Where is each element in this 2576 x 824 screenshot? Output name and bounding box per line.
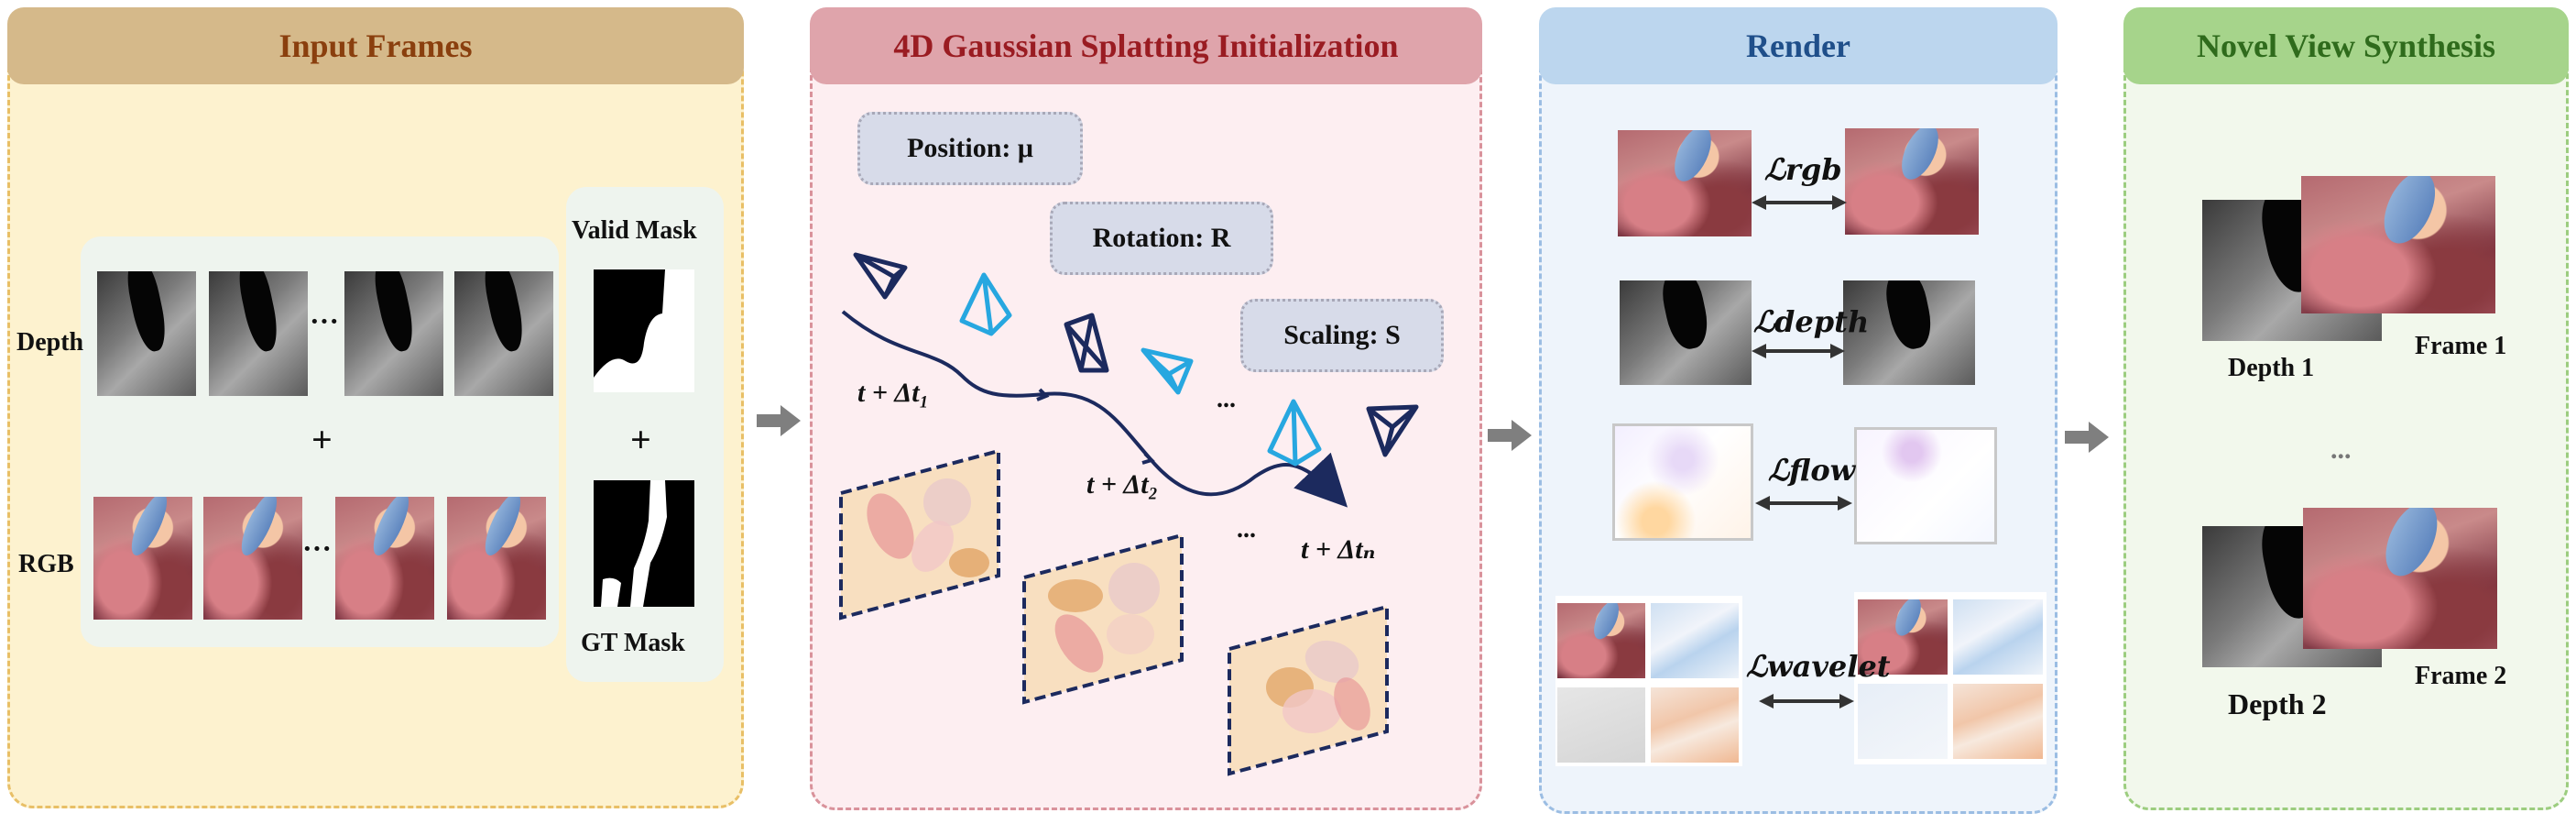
gaussian-frame-3 xyxy=(1228,604,1389,776)
camera-icon-4 xyxy=(1141,347,1194,395)
timestep-label-2: t + Δt₂ xyxy=(1086,469,1159,500)
render-rgb-image xyxy=(1618,130,1752,236)
render-depth-image xyxy=(1620,280,1752,385)
nvs-frame-label-2: Frame 2 xyxy=(2415,662,2507,690)
position-attribute-tag: Position: μ xyxy=(857,112,1083,185)
gaussian-frame-1 xyxy=(839,448,1000,621)
depth-image-1 xyxy=(97,271,196,396)
camera-icon-3 xyxy=(1064,313,1109,373)
gt-wavelet-ll xyxy=(1858,599,1948,675)
render-wavelet-grid xyxy=(1555,596,1742,766)
camera-icon-1 xyxy=(853,252,908,300)
dots-frames: ... xyxy=(1237,515,1256,544)
plus-sign-depth-rgb: + xyxy=(311,419,333,460)
arrow-gaussian-to-render-icon xyxy=(1488,420,1532,451)
gt-wavelet-lh xyxy=(1953,599,2043,675)
depth-image-3 xyxy=(344,271,443,396)
arrow-input-to-gaussian-icon xyxy=(757,405,801,436)
gaussian-header: 4D Gaussian Splatting Initialization xyxy=(810,7,1482,84)
rgb-ellipsis: ··· xyxy=(302,532,333,565)
nvs-title: Novel View Synthesis xyxy=(2196,27,2496,64)
render-title: Render xyxy=(1746,27,1850,64)
render-wavelet-hl xyxy=(1557,687,1645,763)
gt-mask-image xyxy=(594,480,694,607)
gaussian-title: 4D Gaussian Splatting Initialization xyxy=(893,27,1399,64)
nvs-depth-label-1: Depth 1 xyxy=(2228,354,2315,382)
rgb-image-2 xyxy=(203,497,302,620)
rgb-image-1 xyxy=(93,497,192,620)
render-header: Render xyxy=(1539,7,2058,84)
double-arrow-flow-icon xyxy=(1755,496,1852,511)
depth-label: Depth xyxy=(16,328,84,357)
render-wavelet-hh xyxy=(1651,687,1739,763)
input-frames-header: Input Frames xyxy=(7,7,744,84)
rgb-image-3 xyxy=(335,497,434,620)
input-frames-title: Input Frames xyxy=(278,27,473,64)
valid-mask-label: Valid Mask xyxy=(572,216,697,245)
double-arrow-wavelet-icon xyxy=(1759,694,1854,709)
camera-icon-6 xyxy=(1366,404,1419,457)
render-wavelet-lh xyxy=(1651,603,1739,678)
gt-mask-label: GT Mask xyxy=(581,629,685,657)
double-arrow-depth-icon xyxy=(1752,344,1845,358)
gt-rgb-image xyxy=(1845,128,1979,235)
timestep-label-1: t + Δt₁ xyxy=(857,378,930,408)
nvs-frame-image-2 xyxy=(2303,508,2497,649)
dots-cameras: ... xyxy=(1217,385,1236,413)
gt-wavelet-hl xyxy=(1858,684,1948,759)
camera-trajectory xyxy=(841,310,1348,508)
render-wavelet-ll xyxy=(1557,603,1645,678)
gt-wavelet-grid xyxy=(1854,592,2047,764)
nvs-frame-label-1: Frame 1 xyxy=(2415,332,2507,360)
gaussian-frame-2 xyxy=(1022,533,1184,705)
loss-wavelet-label: ℒwavelet xyxy=(1746,649,1891,684)
camera-icon-2 xyxy=(959,272,1012,336)
rotation-attribute-tag: Rotation: R xyxy=(1050,202,1273,275)
gt-flow-image xyxy=(1854,427,1997,544)
loss-rgb-label: ℒrgb xyxy=(1764,152,1842,187)
rgb-image-4 xyxy=(447,497,546,620)
depth-image-4 xyxy=(454,271,553,396)
nvs-panel xyxy=(2123,44,2569,810)
depth-image-2 xyxy=(209,271,308,396)
loss-depth-label: ℒdepth xyxy=(1753,304,1870,339)
valid-mask-image xyxy=(594,269,694,392)
depth-ellipsis: ··· xyxy=(310,304,340,337)
nvs-frame-image-1 xyxy=(2301,176,2495,313)
arrow-render-to-nvs-icon xyxy=(2065,422,2109,453)
plus-sign-masks: + xyxy=(630,419,651,460)
scaling-attribute-tag: Scaling: S xyxy=(1240,299,1444,372)
double-arrow-rgb-icon xyxy=(1752,195,1847,210)
nvs-ellipsis: ... xyxy=(2330,434,2352,465)
nvs-depth-label-2: Depth 2 xyxy=(2228,687,2327,720)
render-flow-image xyxy=(1612,423,1753,541)
nvs-header: Novel View Synthesis xyxy=(2123,7,2569,84)
timestep-label-n: t + Δtₙ xyxy=(1301,534,1376,565)
gt-depth-image xyxy=(1843,280,1975,385)
rgb-label: RGB xyxy=(18,550,74,578)
camera-icon-5 xyxy=(1267,399,1322,467)
loss-flow-label: ℒflow xyxy=(1768,453,1856,488)
gt-wavelet-hh xyxy=(1953,684,2043,759)
trajectory-curve xyxy=(841,310,1348,508)
